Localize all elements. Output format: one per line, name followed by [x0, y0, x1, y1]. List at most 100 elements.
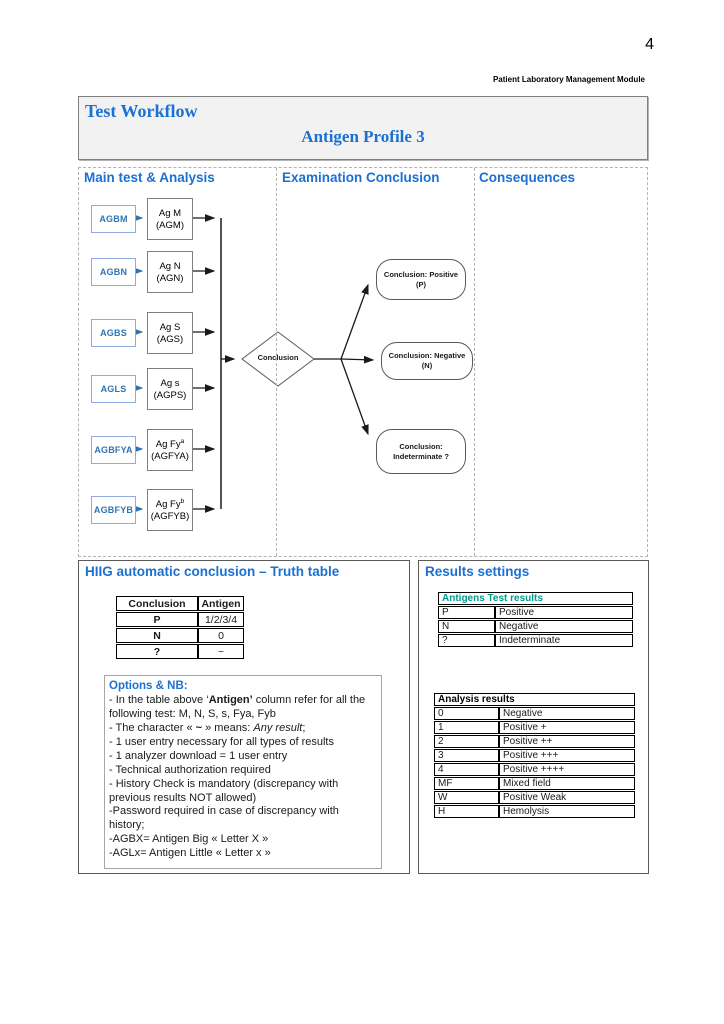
table-cell: P	[438, 606, 495, 619]
table-cell: 0	[434, 707, 499, 720]
analysis-abbr: (AGFYA)	[151, 450, 189, 462]
table-cell: Negative	[495, 620, 633, 633]
outcome-negative: Conclusion: Negative (N)	[381, 342, 473, 380]
table-cell: Antigens Test results	[438, 592, 633, 605]
table-cell: ?	[438, 634, 495, 647]
workflow-diagram: Main test & Analysis Examination Conclus…	[78, 167, 648, 557]
table-cell: Positive	[495, 606, 633, 619]
outcome-line1: Conclusion: Positive	[383, 269, 459, 279]
results-settings-title: Results settings	[425, 564, 530, 579]
table-cell: W	[434, 791, 499, 804]
table-cell: Positive +	[499, 721, 635, 734]
options-text-segment: ;	[302, 722, 306, 735]
options-text-segment: - History Check is mandatory (discrepanc…	[109, 777, 339, 804]
outcome-positive: Conclusion: Positive (P)	[376, 259, 466, 300]
outcome-line1: Conclusion: Negative	[388, 351, 466, 361]
options-title: Options & NB:	[109, 680, 188, 692]
column-header-consequences: Consequences	[479, 170, 576, 185]
analysis-abbr: (AGN)	[156, 272, 184, 284]
test-code-box-agbm: AGBM	[91, 205, 136, 233]
options-line: - The character « ~ » means: Any result;	[109, 722, 377, 736]
analysis-abbr: (AGFYB)	[150, 510, 190, 522]
table-cell: Hemolysis	[499, 805, 635, 818]
table-cell: Conclusion	[116, 596, 198, 611]
table-cell: N	[438, 620, 495, 633]
table-cell: 2	[434, 735, 499, 748]
analysis-box-ags: Ag S (AGS)	[147, 312, 193, 354]
column-header-examination-conclusion: Examination Conclusion	[282, 170, 440, 185]
options-text-segment: » means:	[202, 722, 254, 735]
truth-table-section: HIIG automatic conclusion – Truth table …	[78, 560, 410, 874]
analysis-label: Ag Fy	[155, 439, 181, 451]
options-text-segment: Any result	[253, 722, 303, 735]
options-line: - 1 user entry necessary for all types o…	[109, 736, 377, 750]
table-cell: Positive +++	[499, 749, 635, 762]
analysis-abbr: (AGPS)	[153, 389, 187, 401]
table-cell: Negative	[499, 707, 635, 720]
table-cell: Positive ++++	[499, 763, 635, 776]
analysis-label: Ag N	[159, 261, 181, 273]
module-label: Patient Laboratory Management Module	[492, 75, 645, 84]
options-line: - 1 analyzer download = 1 user entry	[109, 750, 377, 764]
column-header-main-test: Main test & Analysis	[84, 170, 215, 185]
options-text-segment: -AGLx= Antigen Little « Letter x »	[109, 846, 271, 859]
table-cell: Indeterminate	[495, 634, 633, 647]
options-line: -Password required in case of discrepanc…	[109, 805, 377, 833]
options-line: -AGLx= Antigen Little « Letter x »	[109, 847, 377, 861]
options-text-segment: - The character «	[109, 722, 196, 735]
table-cell: N	[116, 628, 198, 643]
table-cell: MF	[434, 777, 499, 790]
options-line: - History Check is mandatory (discrepanc…	[109, 778, 377, 806]
options-box: Options & NB: - In the table above ‘Anti…	[104, 675, 382, 869]
analysis-abbr: (AGM)	[156, 219, 184, 231]
outcome-line2: (P)	[416, 279, 426, 289]
analysis-sup: a	[180, 438, 185, 446]
outcome-indeterminate: Conclusion: Indeterminate ?	[376, 429, 466, 474]
analysis-abbr: (AGS)	[156, 333, 184, 345]
options-text-segment: - Technical authorization required	[109, 763, 271, 776]
table-cell: Antigen	[198, 596, 244, 611]
test-code-box-agbn: AGBN	[91, 258, 136, 286]
table-cell: H	[434, 805, 499, 818]
analysis-box-agfyb: Ag Fyb (AGFYB)	[147, 489, 193, 531]
table-cell: Positive Weak	[499, 791, 635, 804]
table-cell: Mixed field	[499, 777, 635, 790]
options-line: -AGBX= Antigen Big « Letter X »	[109, 833, 377, 847]
table-cell: 3	[434, 749, 499, 762]
options-text-segment: - In the table above ‘	[109, 694, 209, 707]
outcome-line2: (N)	[421, 361, 433, 370]
outcome-line2: Indeterminate ?	[393, 451, 449, 461]
table-cell: ?	[116, 644, 198, 659]
outcome-line1: Conclusion:	[399, 441, 443, 451]
analysis-label: Ag M	[158, 208, 182, 220]
page-title: Test Workflow	[85, 101, 198, 121]
table-cell: 0	[198, 628, 244, 643]
column-separator-2	[474, 168, 475, 556]
analysis-label: Ag Fy	[155, 499, 181, 511]
table-cell: Analysis results	[434, 693, 635, 706]
test-code-box-agbfyb: AGBFYB	[91, 496, 136, 524]
table-row: ?Indeterminate	[438, 634, 633, 647]
analysis-label: Ag S	[159, 322, 181, 334]
flow-connectors	[132, 214, 375, 513]
table-cell: 1	[434, 721, 499, 734]
analysis-box-agn: Ag N (AGN)	[147, 251, 193, 293]
options-text-segment: - 1 user entry necessary for all types o…	[109, 736, 334, 749]
title-header-box: Test Workflow Antigen Profile 3	[78, 96, 648, 160]
options-text-segment: column refer for all the following test:…	[109, 694, 366, 721]
